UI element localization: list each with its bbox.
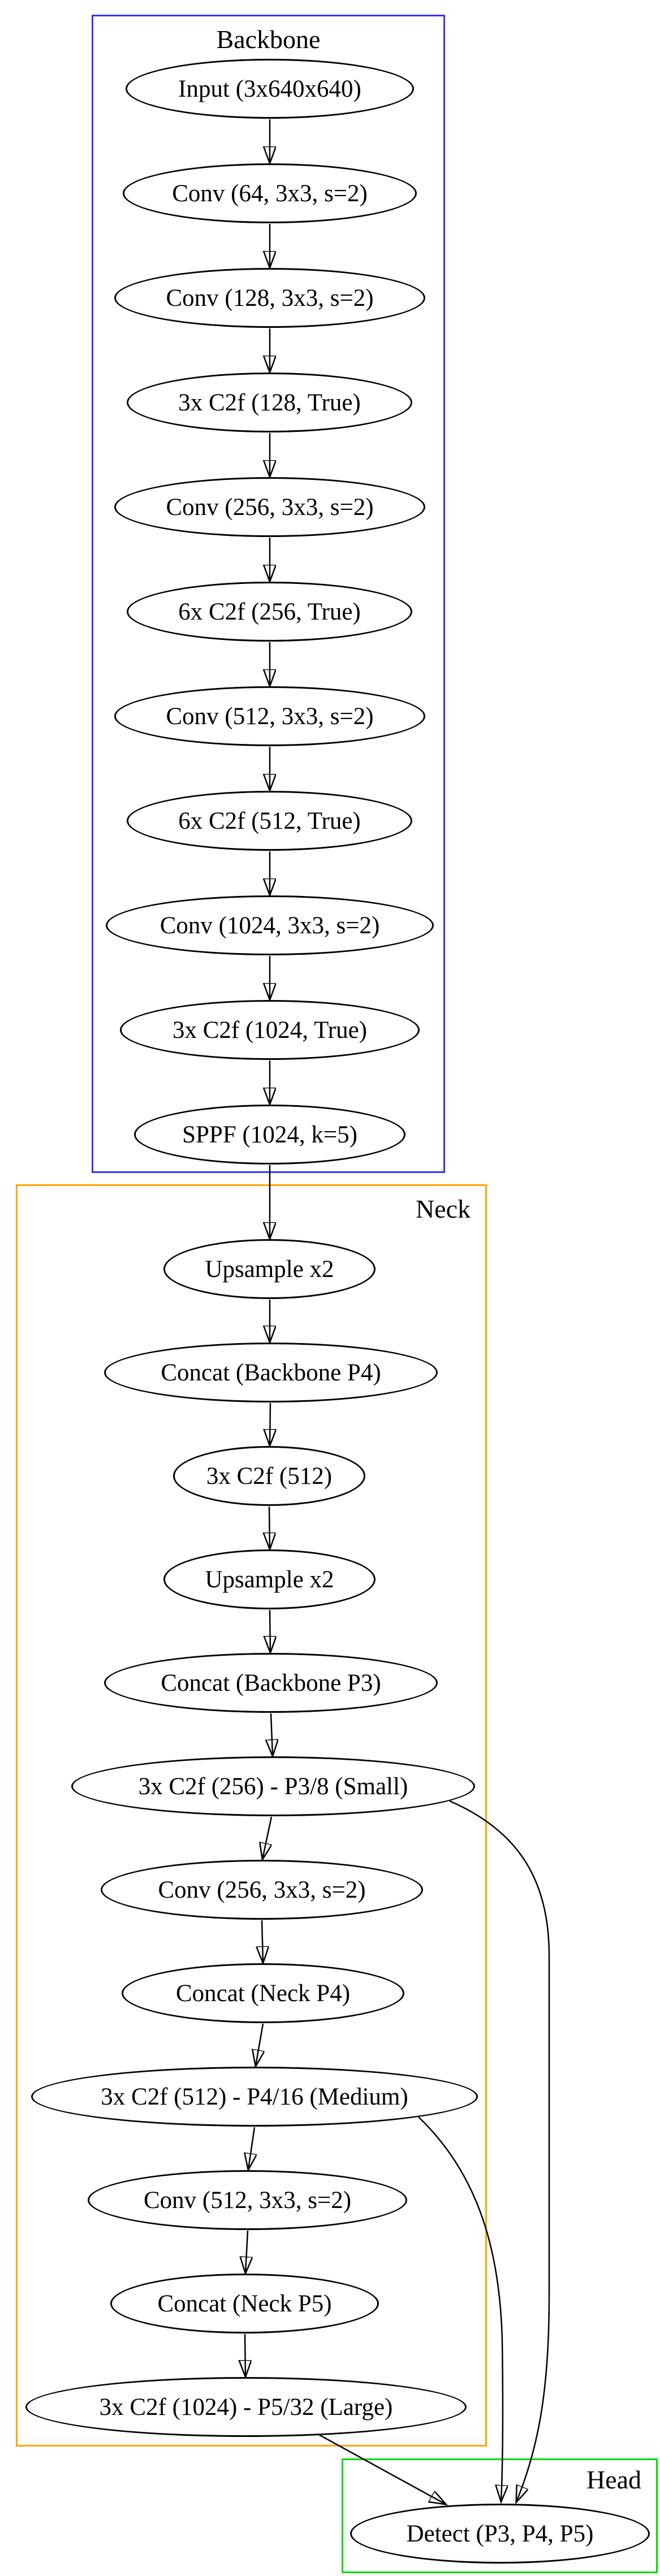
node-conv-64: Conv (64, 3x3, s=2) xyxy=(123,163,417,223)
node-conv-256: Conv (256, 3x3, s=2) xyxy=(114,477,425,537)
node-sppf: SPPF (1024, k=5) xyxy=(134,1105,406,1164)
node-upsample-1: Upsample x2 xyxy=(163,1239,376,1299)
node-c2f-128: 3x C2f (128, True) xyxy=(127,373,412,432)
node-c2f-512-p4-medium: 3x C2f (512) - P4/16 (Medium) xyxy=(31,2067,478,2127)
node-c2f-512-neck: 3x C2f (512) xyxy=(173,1446,365,1506)
node-c2f-256: 6x C2f (256, True) xyxy=(127,582,412,642)
cluster-backbone-label: Backbone xyxy=(216,25,321,54)
node-detect: Detect (P3, P4, P5) xyxy=(350,2504,650,2564)
node-conv-512-neck: Conv (512, 3x3, s=2) xyxy=(88,2170,407,2230)
node-concat-neck-p5: Concat (Neck P5) xyxy=(110,2274,379,2333)
node-conv-1024: Conv (1024, 3x3, s=2) xyxy=(106,895,434,955)
node-input: Input (3x640x640) xyxy=(126,59,414,119)
node-c2f-256-p3-small: 3x C2f (256) - P3/8 (Small) xyxy=(71,1756,475,1816)
node-c2f-1024: 3x C2f (1024, True) xyxy=(120,1000,420,1060)
cluster-backbone: Backbone xyxy=(92,15,445,1173)
node-concat-neck-p4: Concat (Neck P4) xyxy=(122,1963,404,2023)
node-concat-backbone-p4: Concat (Backbone P4) xyxy=(104,1343,438,1402)
cluster-head-label: Head xyxy=(586,2465,641,2494)
node-c2f-1024-p5-large: 3x C2f (1024) - P5/32 (Large) xyxy=(25,2377,467,2437)
node-conv-256-neck: Conv (256, 3x3, s=2) xyxy=(101,1860,423,1920)
node-c2f-512: 6x C2f (512, True) xyxy=(127,791,412,851)
node-concat-backbone-p3: Concat (Backbone P3) xyxy=(104,1653,438,1713)
node-upsample-2: Upsample x2 xyxy=(163,1549,376,1609)
node-conv-128: Conv (128, 3x3, s=2) xyxy=(114,268,425,328)
node-conv-512: Conv (512, 3x3, s=2) xyxy=(114,686,425,746)
cluster-neck-label: Neck xyxy=(415,1194,471,1223)
